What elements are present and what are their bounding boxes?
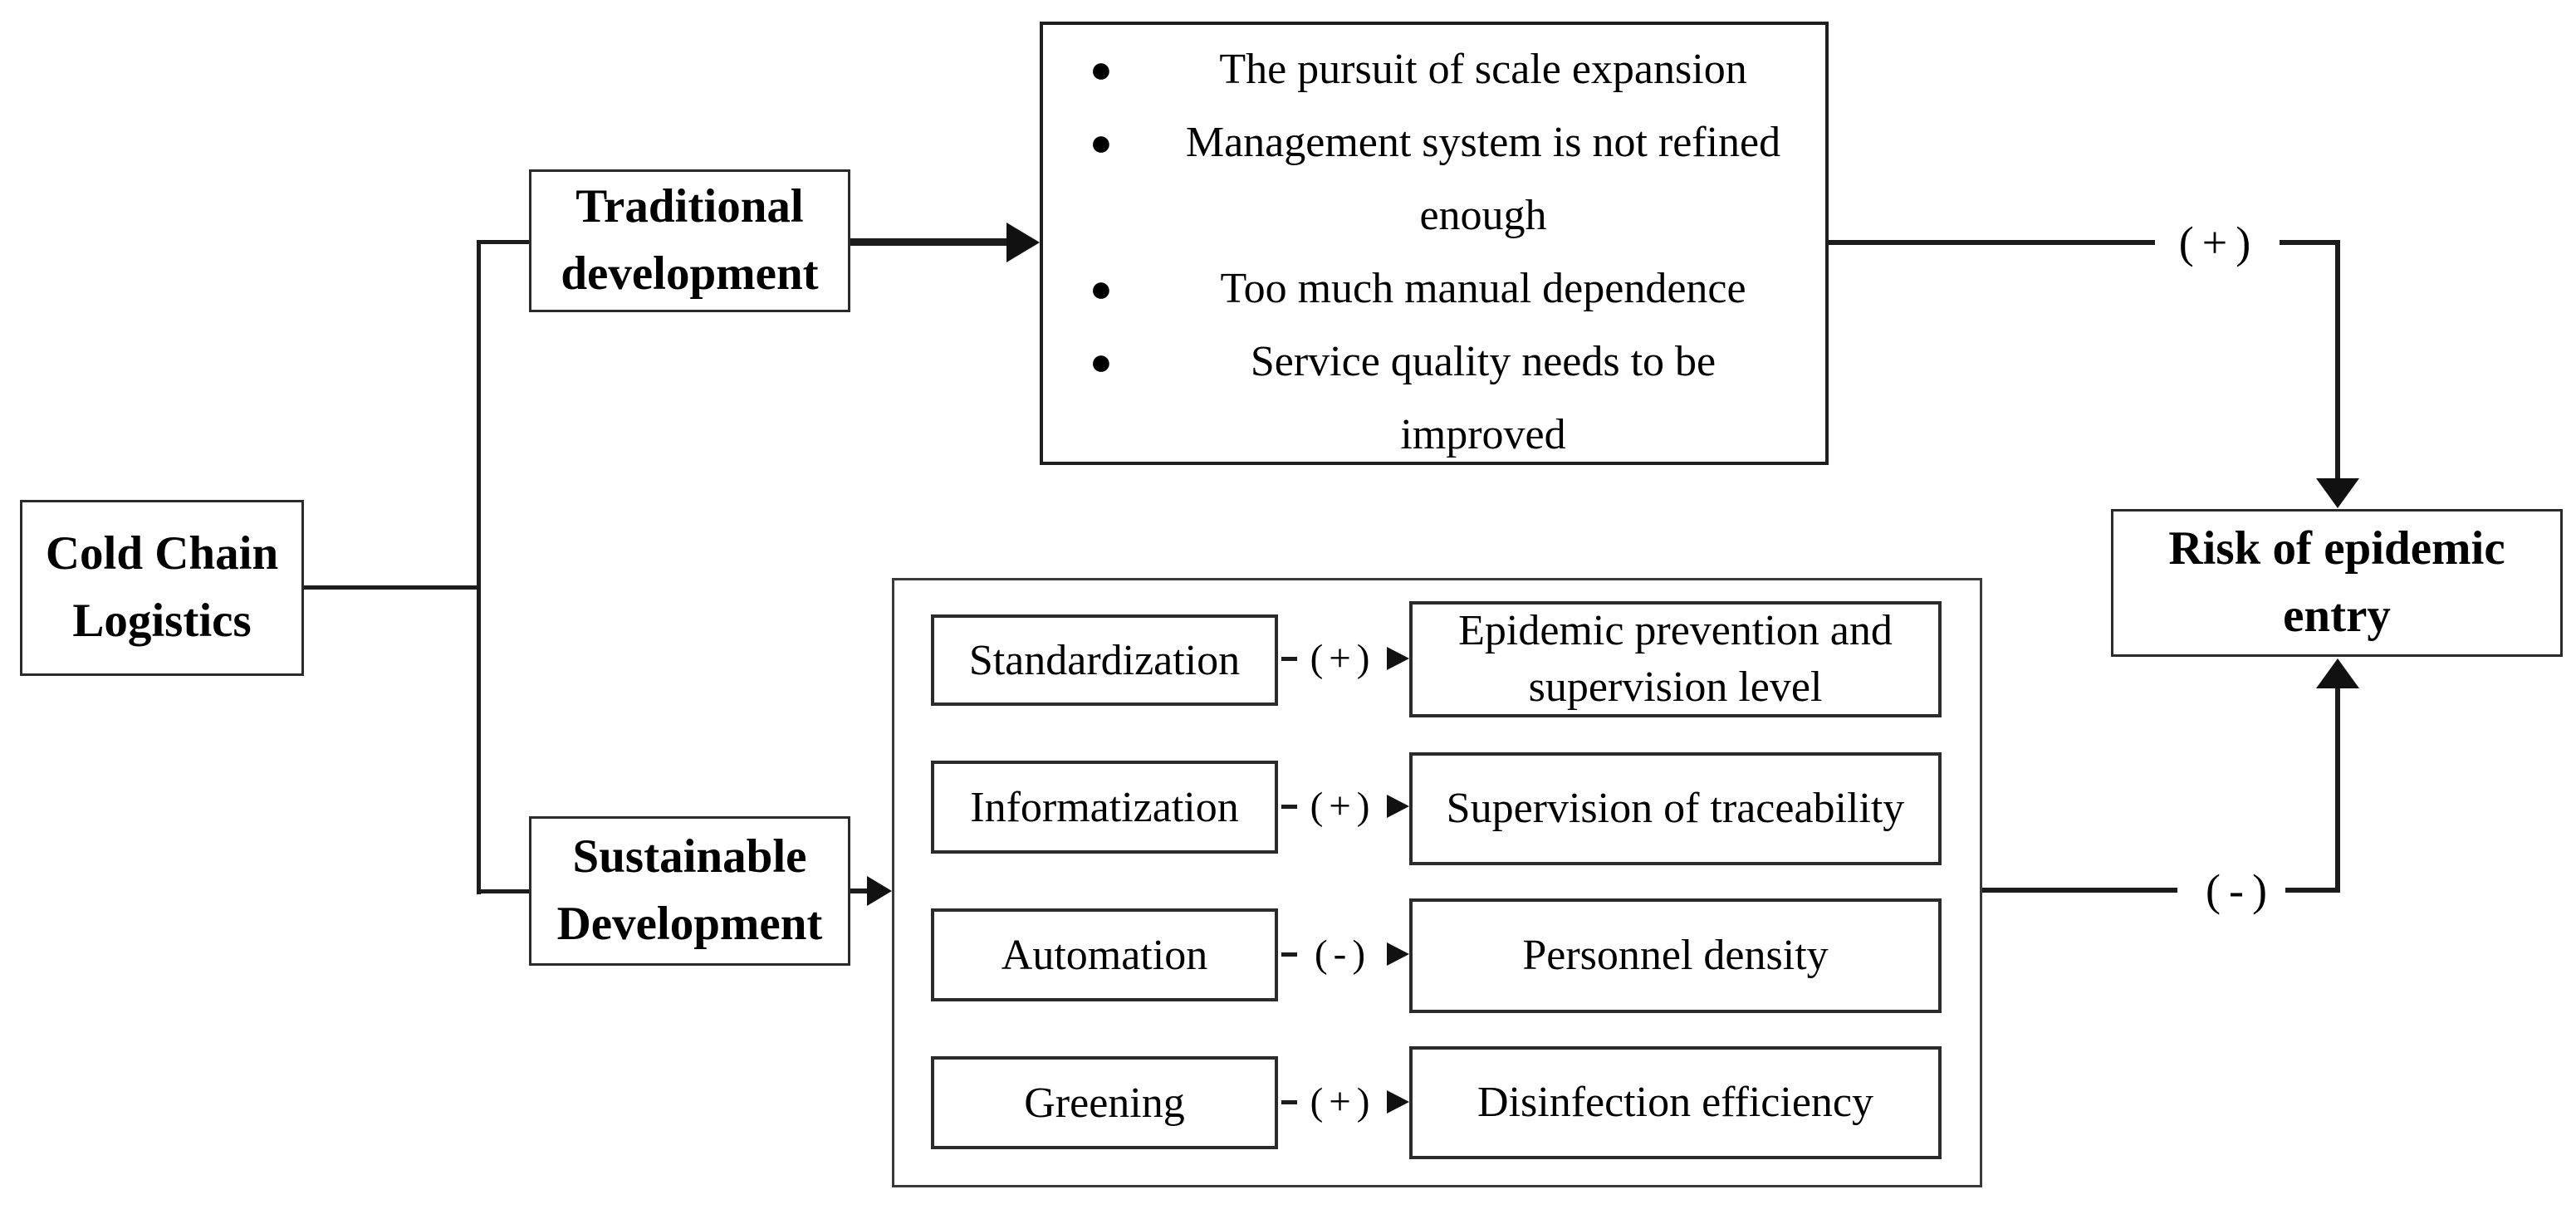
effect-box-personnel-density: Personnel density	[1409, 898, 1942, 1013]
effect-label: Epidemic prevention and supervision leve…	[1458, 607, 1893, 711]
sustainable-development-label: Sustainable Development	[556, 830, 823, 950]
minus-to-elbow-line	[2285, 888, 2340, 893]
traditional-factors-box: ● The pursuit of scale expansion ● Manag…	[1040, 22, 1829, 465]
risk-bottom-arrowhead-icon	[2316, 658, 2359, 688]
traditional-development-label: Traditional development	[561, 180, 819, 300]
traditional-development-box: Traditional development	[529, 169, 850, 312]
factor-item: ● Too much manual dependence	[1078, 252, 1800, 326]
sustainable-arrow-line	[850, 888, 870, 893]
row-arrowhead-icon	[1387, 1090, 1409, 1114]
panel-to-minus-line	[1982, 888, 2194, 893]
effect-label: Disinfection efficiency	[1477, 1079, 1873, 1127]
elbow-down-line	[2335, 240, 2340, 482]
effect-label: Supervision of traceability	[1446, 785, 1905, 833]
elbow-up-line	[2335, 688, 2340, 893]
row-sign-label: (+)	[1297, 1073, 1388, 1131]
driver-label: Informatization	[970, 783, 1239, 831]
minus-sign-label: (-)	[2177, 856, 2304, 924]
row-stub-line	[1281, 1100, 1303, 1104]
risk-top-arrowhead-icon	[2316, 478, 2359, 508]
row-stub-line	[1281, 657, 1303, 661]
branch-top-line	[477, 240, 531, 244]
row-arrowhead-icon	[1387, 647, 1409, 670]
factor-item: ● Service quality needs to be improved	[1078, 326, 1800, 472]
cold-chain-logistics-box: Cold Chain Logistics	[20, 500, 304, 676]
row-arrowhead-icon	[1387, 942, 1409, 966]
effect-box-disinfection-efficiency: Disinfection efficiency	[1409, 1046, 1942, 1159]
risk-of-epidemic-entry-label: Risk of epidemic entry	[2168, 522, 2505, 642]
row-sign-label: (+)	[1297, 629, 1388, 688]
row-sign-label: (+)	[1297, 777, 1388, 835]
factors-to-plus-line	[1829, 240, 2155, 245]
driver-box-standardization: Standardization	[931, 614, 1278, 706]
bullet-dot-icon: ●	[1090, 340, 1113, 383]
plus-sign-label: (+)	[2156, 208, 2282, 277]
driver-box-greening: Greening	[931, 1056, 1278, 1149]
traditional-arrowhead-icon	[1006, 223, 1040, 262]
factor-item: ● The pursuit of scale expansion	[1078, 33, 1800, 106]
plus-to-elbow-line	[2280, 240, 2340, 245]
sustainable-arrowhead-icon	[867, 876, 892, 906]
bullet-dot-icon: ●	[1090, 48, 1113, 91]
factor-item: ● Management system is not refined enoug…	[1078, 106, 1800, 252]
effect-box-supervision-traceability: Supervision of traceability	[1409, 752, 1942, 865]
bullet-dot-icon: ●	[1090, 267, 1113, 310]
effect-label: Personnel density	[1522, 932, 1829, 980]
sustainable-development-box: Sustainable Development	[529, 816, 850, 966]
row-stub-line	[1281, 805, 1303, 809]
effect-box-epidemic-prevention: Epidemic prevention and supervision leve…	[1409, 601, 1942, 717]
cold-chain-logistics-label: Cold Chain Logistics	[45, 527, 279, 647]
branch-bottom-line	[477, 889, 531, 893]
branch-stem-line	[477, 240, 481, 894]
factor-text: Too much manual dependence	[1220, 265, 1746, 312]
risk-of-epidemic-entry-box: Risk of epidemic entry	[2111, 509, 2563, 657]
driver-label: Automation	[1001, 931, 1208, 979]
row-sign-label: (-)	[1297, 925, 1388, 983]
traditional-arrow-line	[850, 238, 1011, 246]
root-to-stem-line	[304, 585, 477, 590]
row-arrowhead-icon	[1387, 795, 1409, 818]
driver-label: Standardization	[968, 636, 1241, 684]
driver-label: Greening	[1024, 1079, 1185, 1127]
bullet-dot-icon: ●	[1090, 121, 1113, 164]
factor-text: Service quality needs to be improved	[1250, 338, 1717, 458]
row-stub-line	[1281, 952, 1303, 957]
driver-box-automation: Automation	[931, 908, 1278, 1001]
factor-text: The pursuit of scale expansion	[1219, 46, 1747, 93]
factor-text: Management system is not refined enough	[1185, 119, 1781, 239]
driver-box-informatization: Informatization	[931, 761, 1278, 854]
